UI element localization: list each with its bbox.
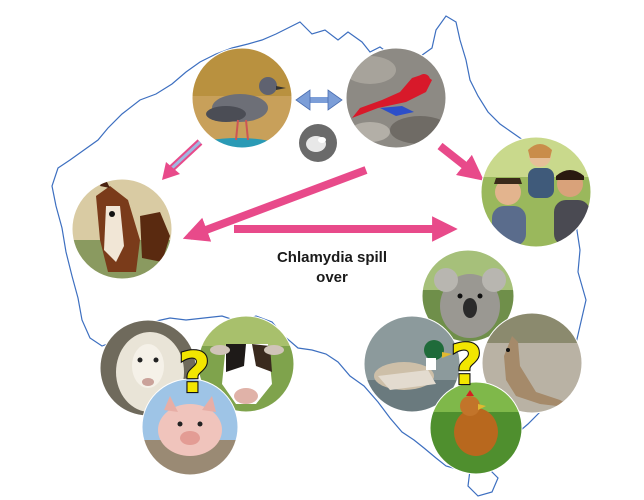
question-mark-livestock: ? (178, 341, 210, 406)
caption-line-2: over (316, 269, 348, 286)
people-photo (481, 137, 591, 247)
bidirectional-arrow (295, 89, 343, 111)
caption: Chlamydia spill over (262, 248, 402, 288)
caption-line-1: Chlamydia spill (276, 249, 388, 266)
arrows (162, 89, 485, 242)
pigeon-photo (192, 48, 292, 148)
chicken-photo (430, 382, 522, 474)
parrot-photo (346, 48, 446, 148)
australia-map-outline (51, 15, 587, 471)
arrow-parrot-to-humans (437, 142, 485, 181)
arrow-pigeon-to-horse (162, 139, 203, 180)
question-mark-wildlife: ? (450, 333, 482, 398)
arrow-parrot-to-horse (182, 166, 368, 242)
bacteria-icon (299, 124, 337, 162)
horse-photo (72, 179, 172, 279)
